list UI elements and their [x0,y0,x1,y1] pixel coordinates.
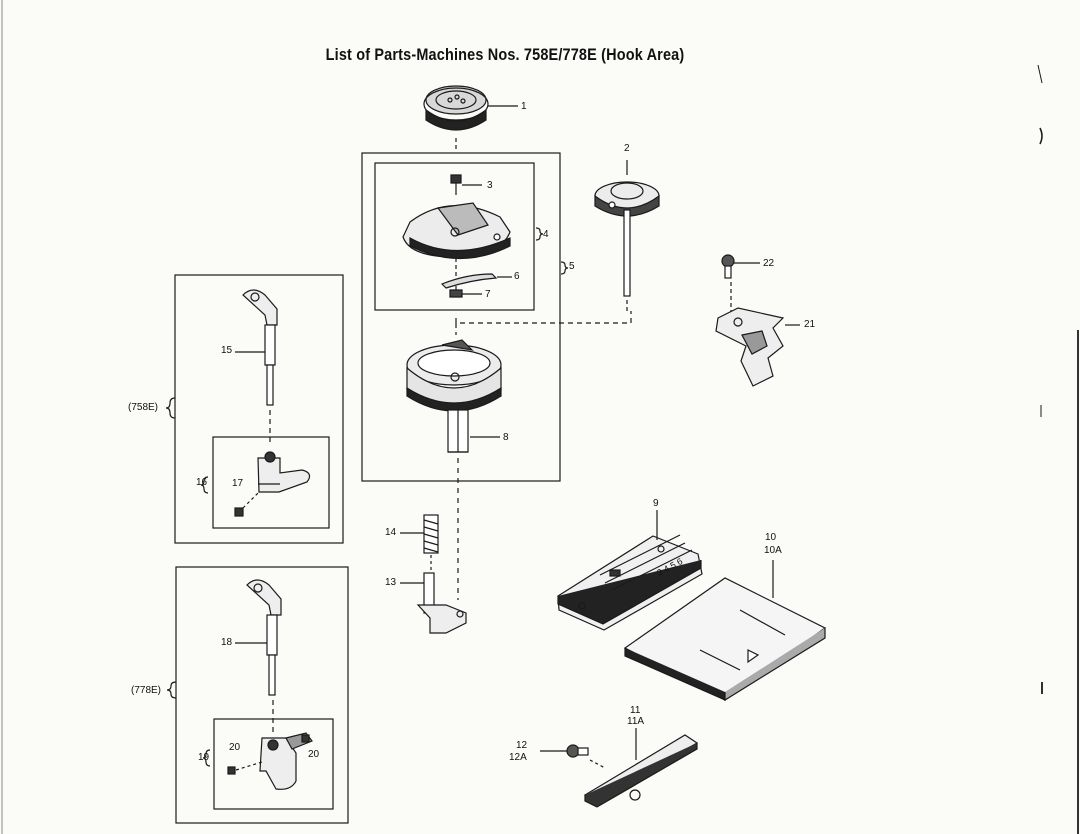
group-label-758e: (758E) [128,402,159,413]
part-22-screw [721,254,760,279]
part-12-screw [540,744,589,758]
callout-22: 22 [763,258,775,269]
callout-14: 14 [385,527,397,538]
callout-5: 5 [569,261,575,272]
callout-18: 18 [221,637,233,648]
callout-10: 10 [765,532,777,543]
part-17-setscrew [234,507,244,517]
part-6-spring [440,273,498,289]
part-3-screw [450,174,482,195]
callout-19: 19 [198,752,210,763]
part-8-hook [406,339,502,453]
callout-13: 13 [385,577,397,588]
callout-20-right: 20 [308,749,320,760]
callout-17: 17 [232,478,244,489]
part-20-setscrew-right [301,734,310,743]
part-15-shaft [235,289,278,406]
part-20-setscrew-left [227,766,236,775]
callout-1: 1 [521,101,527,112]
callout-4: 4 [543,229,549,240]
part-18-shaft [235,579,282,696]
part-10-slide-plate [623,560,827,702]
callout-7: 7 [485,289,491,300]
part-11-latch [583,728,699,808]
callout-16: 16 [196,477,208,488]
part-14-spring [400,514,439,554]
part-4-holder [402,202,511,259]
group-778e-box [175,566,349,824]
page-title: List of Parts-Machines Nos. 758E/778E (H… [325,45,685,64]
part-16-crank [257,451,311,493]
part-21-bracket [715,307,800,387]
group-16-box [212,436,330,529]
group-5-box [361,152,561,482]
part-13-stud [400,572,467,634]
group-758e-box [174,274,344,544]
callout-20-left: 20 [229,742,241,753]
callout-6: 6 [514,271,520,282]
group-4-box [374,162,535,311]
part-19-crank [259,732,313,790]
callout-8: 8 [503,432,509,443]
callout-11: 11 [630,705,641,716]
callout-3: 3 [487,180,493,191]
callout-10a: 10A [764,545,782,556]
callout-12a: 12A [509,752,527,763]
callout-21: 21 [804,319,816,330]
part-1-cap [423,85,518,131]
callout-9: 9 [653,498,659,509]
callout-15: 15 [221,345,233,356]
part-9-needle-plate [557,510,703,631]
part-2-bobbin-case [594,160,660,297]
group-label-778e: (778E) [131,685,162,696]
part-7-nut [449,289,463,298]
callout-2: 2 [624,143,630,154]
callout-11a: 11A [627,716,645,727]
callout-12: 12 [516,740,528,751]
